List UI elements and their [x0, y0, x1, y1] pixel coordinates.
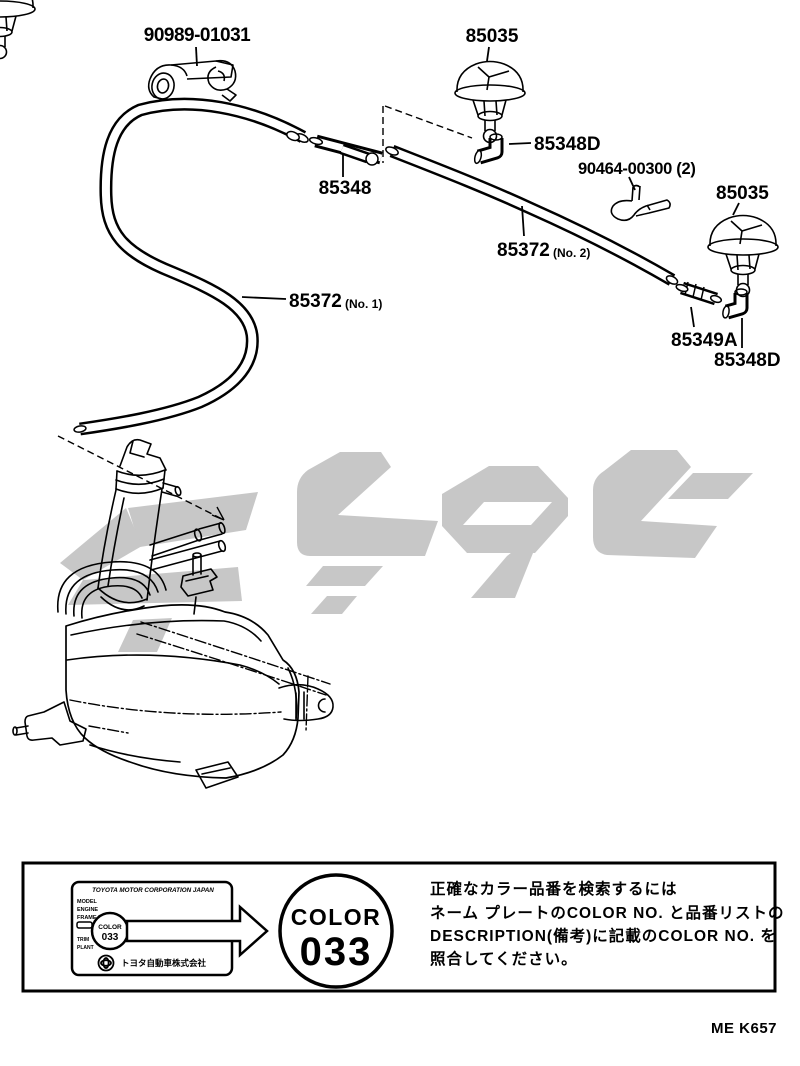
hose-end-cap	[385, 146, 399, 156]
hose-end-cap	[286, 130, 300, 142]
color-code-label: COLOR	[291, 904, 382, 930]
pump-pipes	[149, 521, 227, 571]
nameplate-field-frame: FRAME No.	[77, 915, 107, 921]
page-code: ME K657	[711, 1020, 777, 1037]
left-bracket	[12, 701, 129, 746]
part-label-nozzle-top: 85035	[466, 26, 519, 47]
filler-neck	[97, 489, 117, 589]
toyota-logo-icon	[97, 954, 115, 972]
hose-joint-85349A	[675, 281, 723, 306]
part-label-hose-no1: 85372	[289, 291, 342, 312]
nameplate-color-value: 033	[102, 932, 119, 943]
note-line: DESCRIPTION(備考)に記載のCOLOR NO. を	[430, 926, 777, 945]
note-line: ネーム プレートのCOLOR NO. と品番リストの	[430, 903, 784, 922]
hose-end-cap	[73, 425, 87, 433]
watermark-glyph-hole	[463, 502, 552, 525]
part-label-hose-no2: 85372	[497, 240, 550, 261]
part-label-clamp-top: 90989-01031	[144, 25, 251, 46]
nameplate-field-plant: PLANT	[77, 945, 94, 951]
washer-nozzle-right	[707, 214, 779, 298]
elbow-85348D-right	[722, 288, 749, 320]
hose-joint-85348	[308, 134, 383, 166]
arrow-icon	[125, 904, 269, 958]
color-code-value: 033	[300, 930, 373, 974]
right-strap	[278, 667, 334, 732]
washer-tank-drawing	[12, 438, 334, 789]
part-label-hose-no1-sub: (No. 1)	[345, 297, 382, 311]
part-label-elbow-right: 85348D	[714, 350, 781, 371]
color-note-text: 正確なカラー品番を検索するには ネーム プレートのCOLOR NO. と品番リス…	[430, 879, 784, 968]
coiled-hose-rings	[57, 560, 167, 619]
mounting-pin	[180, 552, 218, 615]
projection-arrowhead	[211, 506, 225, 521]
part-label-joint-mid: 85348	[319, 178, 372, 199]
nameplate-field-model: MODEL	[77, 899, 98, 905]
part-labels: 90989-01031 85035 85348D 85348 90464-003…	[144, 25, 781, 371]
hoses-and-fittings	[0, 0, 779, 436]
hose-clamp-90464	[610, 184, 671, 222]
watermark-tick	[306, 566, 383, 586]
washer-nozzle-top	[454, 60, 526, 144]
part-label-elbow-top: 85348D	[534, 134, 601, 155]
nameplate-field-engine: ENGINE	[77, 907, 98, 913]
nameplate-title: TOYOTA MOTOR CORPORATION JAPAN	[92, 887, 214, 894]
nameplate-color-label: COLOR	[98, 924, 122, 931]
nameplate-company: トヨタ自動車株式会社	[121, 958, 207, 968]
catalog-watermark-logo	[60, 450, 753, 652]
nameplate-field-trim: TRIM	[77, 937, 89, 943]
note-line: 正確なカラー品番を検索するには	[430, 879, 678, 898]
nameplate-color-circle	[90, 911, 130, 951]
color-code-circle: COLOR 033	[278, 873, 394, 989]
projection-dashed-lines	[57, 105, 473, 521]
color-info-panel: TOYOTA MOTOR CORPORATION JAPAN MODEL ENG…	[21, 861, 784, 993]
watermark-tick	[668, 473, 753, 499]
watermark-glyph	[128, 492, 258, 547]
hose-clamp-90989	[147, 59, 237, 102]
part-label-joint-right: 85349A	[671, 330, 738, 351]
part-label-hose-no2-sub: (No. 2)	[553, 246, 590, 260]
leader-lines	[195, 46, 743, 348]
part-label-nozzle-right: 85035	[716, 183, 769, 204]
hose-end-cap	[665, 275, 679, 285]
watermark-glyph	[593, 450, 717, 558]
watermark-tick	[118, 618, 172, 652]
part-label-clamp-mid: 90464-00300 (2)	[578, 160, 696, 178]
watermark-glyph	[471, 528, 543, 598]
watermark-glyph	[60, 508, 142, 580]
filler-cap	[119, 438, 167, 471]
washer-hose-no1	[79, 97, 307, 436]
tank-foot	[195, 761, 239, 789]
tank-outline	[65, 604, 300, 779]
note-line: 照合してください。	[430, 949, 578, 968]
watermark-tick	[311, 596, 357, 614]
elbow-85348D-top	[473, 133, 504, 165]
watermark-glyph	[297, 452, 438, 556]
